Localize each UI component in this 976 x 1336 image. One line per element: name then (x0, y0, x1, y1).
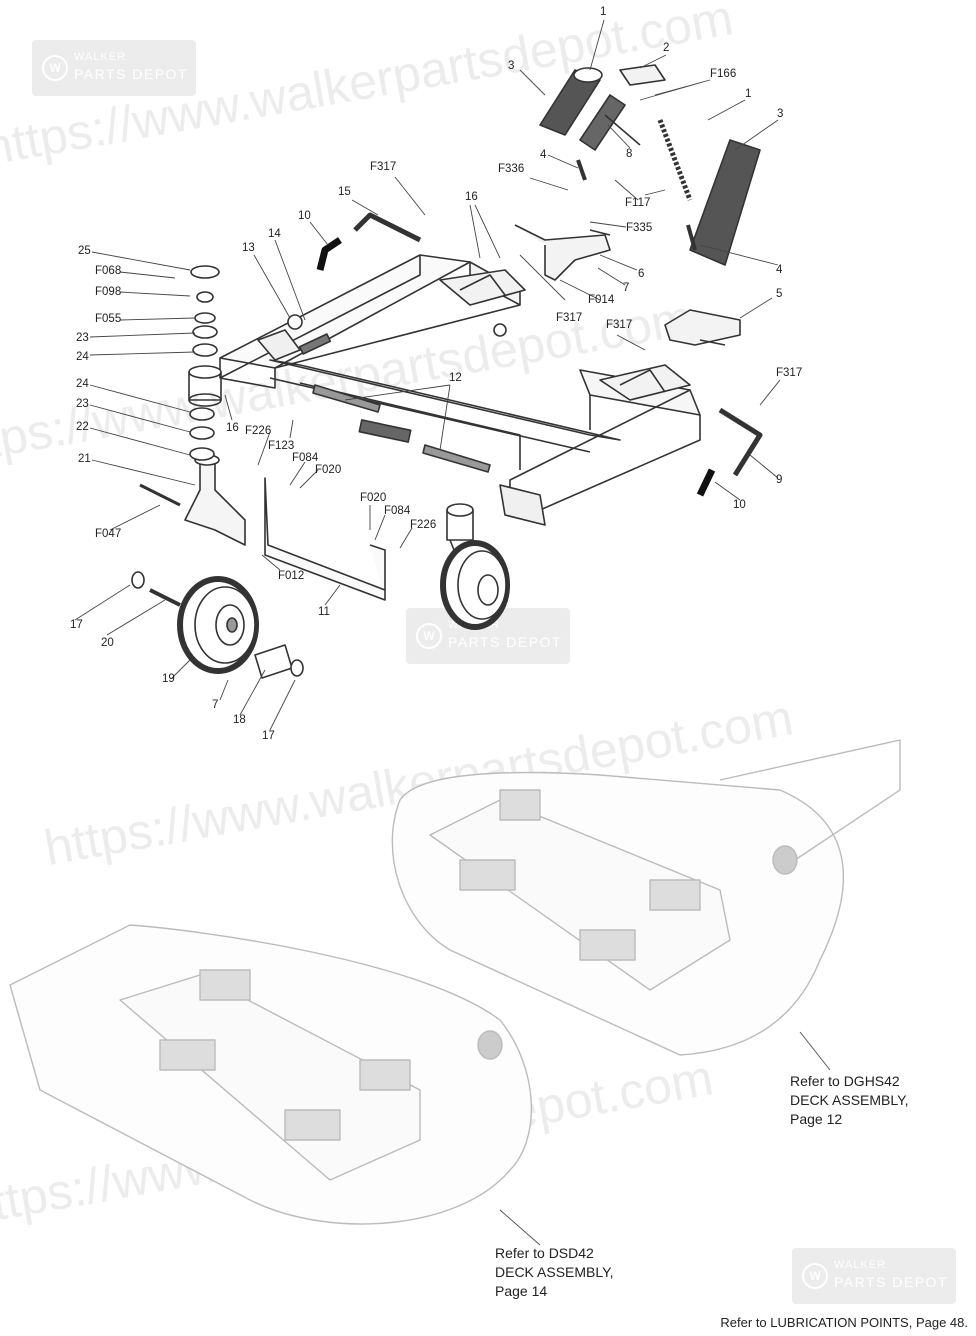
callout-10: 10 (733, 499, 746, 511)
callout-22: 22 (76, 421, 89, 433)
callout-6: 6 (638, 268, 645, 280)
latch-5 (664, 309, 741, 346)
callout-11: 11 (318, 606, 330, 618)
axle-parts (131, 483, 304, 679)
callout-23: 23 (76, 332, 89, 344)
callout-F098: F098 (95, 286, 122, 298)
callout-17: 17 (70, 619, 83, 631)
callout-16: 16 (226, 422, 239, 434)
grip-10a (316, 237, 342, 271)
logo-w-icon: W (802, 1263, 828, 1289)
callout-F047: F047 (95, 528, 122, 540)
callout-1: 1 (600, 6, 607, 18)
callout-F317: F317 (556, 312, 583, 324)
callout-F117: F117 (625, 197, 651, 209)
callout-24: 24 (76, 351, 89, 363)
bracket-11 (264, 477, 386, 601)
kingpin-stack (189, 265, 220, 461)
callout-4: 4 (776, 264, 783, 276)
callout-F014: F014 (588, 294, 615, 306)
handle-15 (353, 212, 422, 243)
watermark-logo: W WALKER PARTS DEPOT (792, 1248, 956, 1304)
watermark-logo: W WALKER PARTS DEPOT (32, 40, 196, 96)
callout-8: 8 (626, 148, 633, 160)
callout-16: 16 (465, 191, 478, 203)
callout-F020: F020 (360, 492, 387, 504)
callout-4: 4 (540, 149, 547, 161)
callout-1: 1 (745, 88, 752, 100)
callout-F084: F084 (292, 452, 319, 464)
callout-20: 20 (101, 637, 114, 649)
callout-F335: F335 (626, 222, 653, 234)
callout-F336: F336 (498, 163, 525, 175)
callout-F317: F317 (606, 319, 633, 331)
callout-10: 10 (298, 210, 311, 222)
callout-F020: F020 (315, 464, 342, 476)
leader-dghs42 (799, 1031, 831, 1071)
leader-lines (74, 19, 781, 731)
leader-dsd42 (499, 1209, 541, 1246)
callout-21: 21 (78, 453, 91, 465)
callout-F166: F166 (710, 68, 737, 80)
logo-w-icon: W (416, 623, 442, 649)
callout-17: 17 (262, 730, 275, 742)
callout-F123: F123 (268, 440, 295, 452)
callout-F012: F012 (278, 570, 305, 582)
deck-dsd42 (9, 924, 532, 1225)
callout-3: 3 (777, 108, 784, 120)
bolts-4 (576, 159, 697, 251)
reference-dghs42: Refer to DGHS42 DECK ASSEMBLY, Page 12 (790, 1073, 909, 1127)
callout-F226: F226 (245, 425, 272, 437)
callout-F084: F084 (384, 505, 411, 517)
grip-10b (696, 468, 716, 497)
logo-w-icon: W (42, 55, 68, 81)
main-frame (219, 254, 701, 526)
callout-14: 14 (268, 228, 281, 240)
lubrication-reference: Refer to LUBRICATION POINTS, Page 48. (720, 1315, 968, 1330)
callout-7: 7 (212, 699, 219, 711)
callout-15: 15 (338, 186, 351, 198)
callout-F226: F226 (410, 519, 437, 531)
wheel-right (440, 540, 510, 630)
spring-tubes (539, 67, 761, 266)
callout-F317: F317 (370, 161, 397, 173)
callout-F055: F055 (95, 313, 122, 325)
callout-9: 9 (776, 474, 783, 486)
caster-yoke-left (184, 365, 246, 546)
callout-25: 25 (78, 245, 91, 257)
reference-dsd42: Refer to DSD42 DECK ASSEMBLY, Page 14 (495, 1245, 614, 1299)
callout-F068: F068 (95, 265, 122, 277)
handle-9 (718, 407, 763, 477)
callout-F317: F317 (776, 367, 803, 379)
callout-3: 3 (508, 60, 515, 72)
callout-2: 2 (663, 42, 670, 54)
callout-12: 12 (449, 372, 462, 384)
callout-24: 24 (76, 378, 89, 390)
callout-18: 18 (233, 714, 246, 726)
deck-dghs42 (391, 739, 901, 1056)
wheel-left (177, 576, 259, 674)
callout-5: 5 (776, 288, 783, 300)
callout-7: 7 (623, 282, 630, 294)
latch-6 (514, 224, 611, 281)
callout-19: 19 (162, 673, 175, 685)
callout-13: 13 (242, 242, 255, 254)
callout-23: 23 (76, 398, 89, 410)
spring-cover-2 (619, 64, 666, 86)
